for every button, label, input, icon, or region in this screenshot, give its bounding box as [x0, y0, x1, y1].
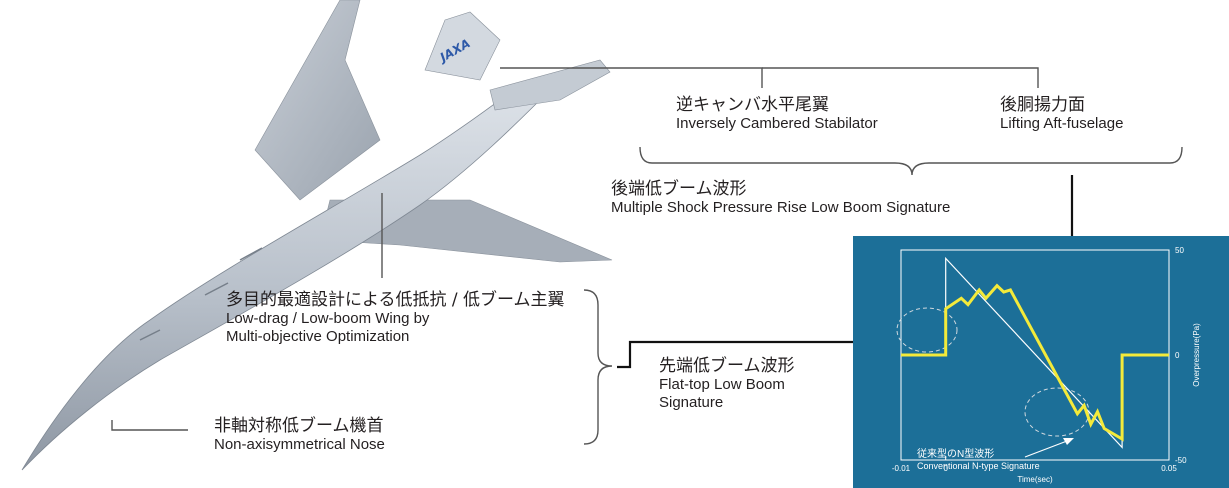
- label-aft-fuselage-en: Lifting Aft-fuselage: [1000, 115, 1124, 133]
- vertical-tail: [424, 11, 501, 81]
- label-nose-ja: 非軸対称低ブーム機首: [214, 416, 384, 436]
- label-aft-signature-en: Multiple Shock Pressure Rise Low Boom Si…: [611, 199, 951, 217]
- annotation-ja: 従来型のN型波形: [917, 447, 994, 460]
- leader-aft-fuselage: [762, 67, 1039, 88]
- label-fore-signature-en-2: Signature: [659, 394, 724, 412]
- aircraft-model: JAXA: [21, 0, 613, 471]
- left-wing: [254, 0, 381, 201]
- brace-right: [583, 289, 613, 445]
- annotation-arrow: [1024, 440, 1068, 458]
- label-fore-signature: 先端低ブーム波形 Flat-top Low Boom Signature: [659, 356, 795, 412]
- label-aft-fuselage: 後胴揚力面 Lifting Aft-fuselage: [1000, 95, 1123, 133]
- wing-fence-2: [204, 282, 229, 296]
- label-wing: 多目的最適設計による低抵抗 / 低ブーム主翼 Low-drag / Low-bo…: [226, 290, 565, 346]
- label-aft-signature: 後端低ブーム波形 Multiple Shock Pressure Rise Lo…: [611, 179, 950, 217]
- brace-top: [639, 146, 1183, 176]
- label-nose: 非軸対称低ブーム機首 Non-axisymmetrical Nose: [214, 416, 385, 454]
- label-stabilator-en: Inversely Cambered Stabilator: [676, 115, 878, 133]
- series-line-low-boom: [901, 283, 1169, 442]
- chart-background: [853, 236, 1229, 488]
- boom-signature-chart: 50 0 -50 -0.01 0 0.05 Overpressure(Pa) Time(…: [853, 236, 1229, 488]
- highlight-fore-shocks: [896, 307, 958, 353]
- wing-fence-1: [139, 329, 161, 341]
- label-aft-fuselage-ja: 後胴揚力面: [1000, 95, 1085, 115]
- x-tick-label: -0.01: [892, 464, 911, 473]
- chart-series: [901, 256, 1169, 449]
- label-wing-en-2: Multi-objective Optimization: [226, 328, 410, 346]
- x-tick-label: 0: [943, 464, 948, 473]
- x-tick-label: 0.05: [1161, 464, 1177, 473]
- label-stabilator-ja: 逆キャンバ水平尾翼: [676, 95, 829, 115]
- y-tick-label: -50: [1175, 456, 1187, 465]
- horizontal-stabilator: [489, 59, 611, 111]
- label-fore-signature-ja: 先端低ブーム波形: [659, 356, 795, 376]
- label-aft-signature-ja: 後端低ブーム波形: [611, 179, 747, 199]
- y-tick-label: 50: [1175, 246, 1184, 255]
- annotation-en: Conventional N-type Signature: [917, 461, 1040, 471]
- leader-lines: [111, 67, 1183, 445]
- label-fore-signature-en-1: Flat-top Low Boom: [659, 376, 785, 394]
- x-axis-ticks: -0.01 0 0.05: [892, 456, 1177, 473]
- chart-y-label: Overpressure(Pa): [1192, 323, 1201, 387]
- label-wing-ja: 多目的最適設計による低抵抗 / 低ブーム主翼: [226, 290, 565, 310]
- label-nose-en: Non-axisymmetrical Nose: [214, 436, 385, 454]
- leader-nose: [111, 420, 188, 431]
- wing-fence-3: [239, 247, 263, 261]
- label-stabilator: 逆キャンバ水平尾翼 Inversely Cambered Stabilator: [676, 95, 878, 133]
- y-tick-label: 0: [1175, 351, 1180, 360]
- chart-x-label: Time(sec): [1017, 475, 1053, 484]
- annotation-arrow-head: [1063, 438, 1074, 445]
- arrow-fore-signature: [617, 340, 893, 369]
- label-wing-en-1: Low-drag / Low-boom Wing by: [226, 310, 430, 328]
